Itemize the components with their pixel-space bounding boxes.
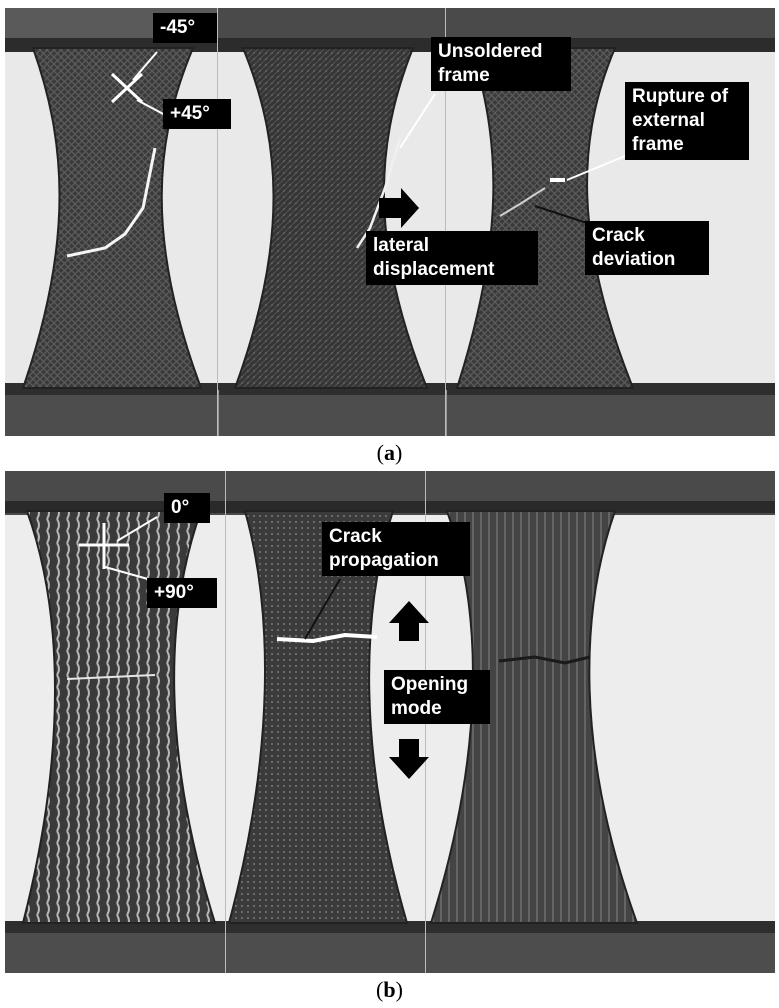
caption-a-letter: a (384, 440, 395, 465)
label-opening-mode: Opening mode (384, 670, 490, 724)
caption-b-letter: b (383, 977, 396, 1002)
caption-a: (a) (376, 440, 403, 465)
label-crack-deviation: Crack deviation (585, 221, 709, 275)
label-unsoldered-frame: Unsoldered frame (431, 37, 571, 91)
label-plus90-degrees: +90° (147, 578, 217, 608)
label-plus45: +45° (163, 99, 231, 129)
label-minus45: -45° (153, 13, 217, 43)
caption-b: (b) (376, 977, 403, 1002)
label-lateral-displacement: lateral displacement (366, 231, 538, 285)
label-rupture-external-frame: Rupture of external frame (625, 82, 749, 160)
label-zero-degrees: 0° (164, 493, 210, 523)
panel-a: -45° +45° Unsoldered frame Rupture of ex… (0, 8, 779, 436)
panel-b: 0° +90° Crack propagation Opening mode (0, 471, 779, 973)
specimen-photo-a (5, 8, 775, 436)
label-crack-propagation: Crack propagation (322, 522, 470, 576)
